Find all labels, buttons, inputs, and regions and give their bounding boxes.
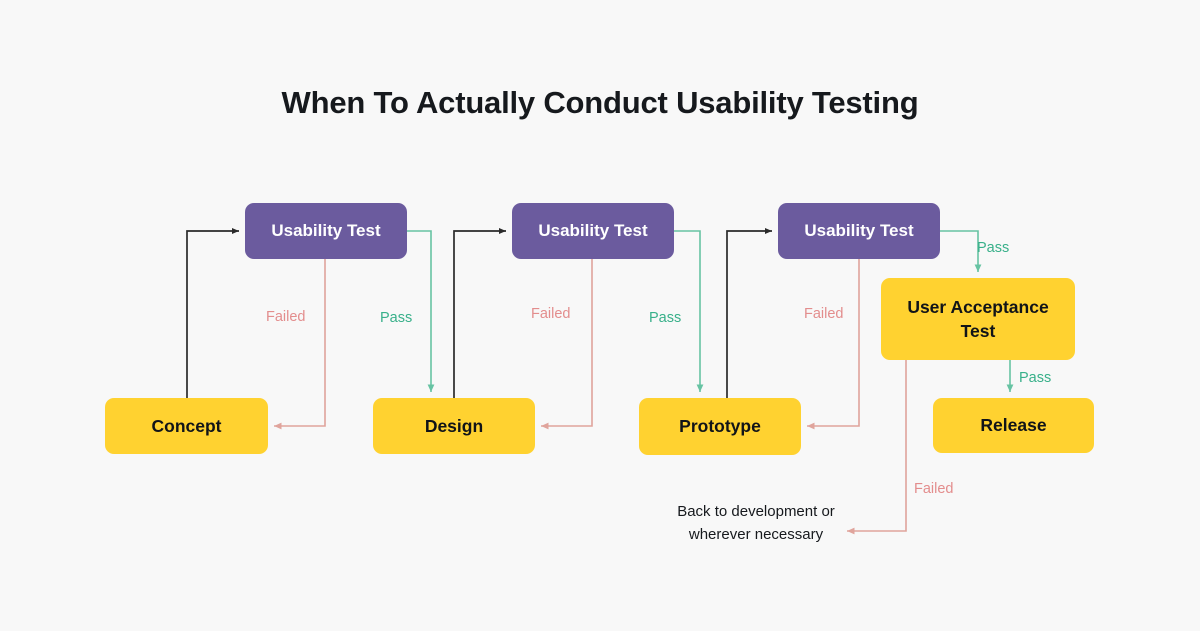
node-usability-test-3-label: Usability Test	[804, 221, 914, 241]
node-usability-test-1-label: Usability Test	[271, 221, 381, 241]
edge-label-pass-3: Pass	[977, 240, 1010, 256]
back-to-development-note: Back to development or wherever necessar…	[636, 500, 876, 547]
back-to-development-note-line1: Back to development or	[677, 503, 835, 520]
edge-test3-pass-to-uat	[940, 230, 982, 272]
edge-label-failed-2: Failed	[531, 306, 571, 322]
edge-concept-to-test1	[186, 228, 239, 398]
edge-label-pass-1: Pass	[380, 310, 413, 326]
node-user-acceptance-test[interactable]: User Acceptance Test	[881, 278, 1075, 360]
edge-label-pass-2: Pass	[649, 310, 682, 326]
node-prototype[interactable]: Prototype	[639, 398, 801, 455]
edge-test3-failed-to-prototype	[807, 259, 860, 430]
node-release-label: Release	[980, 415, 1047, 436]
node-usability-test-2-label: Usability Test	[538, 221, 648, 241]
edge-design-to-test2	[453, 228, 506, 398]
edge-test1-failed-to-concept	[274, 259, 326, 430]
edge-uat-failed-to-development	[847, 360, 907, 535]
back-to-development-note-line2: wherever necessary	[688, 526, 824, 544]
node-user-acceptance-test-label: User Acceptance Test	[907, 296, 1049, 341]
node-design-label: Design	[424, 415, 484, 436]
node-concept[interactable]: Concept	[105, 398, 268, 454]
page-title: When To Actually Conduct Usability Testi…	[281, 85, 919, 120]
edge-test2-pass-to-prototype	[674, 230, 704, 392]
edge-prototype-to-test3	[726, 228, 772, 398]
edge-test1-pass-to-design	[407, 230, 435, 392]
node-concept-label: Concept	[151, 415, 222, 436]
node-design[interactable]: Design	[373, 398, 535, 454]
edge-test2-failed-to-design	[541, 259, 593, 430]
node-prototype-label: Prototype	[679, 416, 761, 437]
edge-label-failed-1: Failed	[266, 309, 306, 325]
edge-label-failed-3: Failed	[804, 306, 844, 322]
node-usability-test-2[interactable]: Usability Test	[512, 203, 674, 259]
node-release[interactable]: Release	[933, 398, 1094, 453]
node-usability-test-3[interactable]: Usability Test	[778, 203, 940, 259]
edge-label-failed-4: Failed	[914, 481, 954, 497]
edge-label-pass-4: Pass	[1019, 370, 1052, 386]
node-usability-test-1[interactable]: Usability Test	[245, 203, 407, 259]
